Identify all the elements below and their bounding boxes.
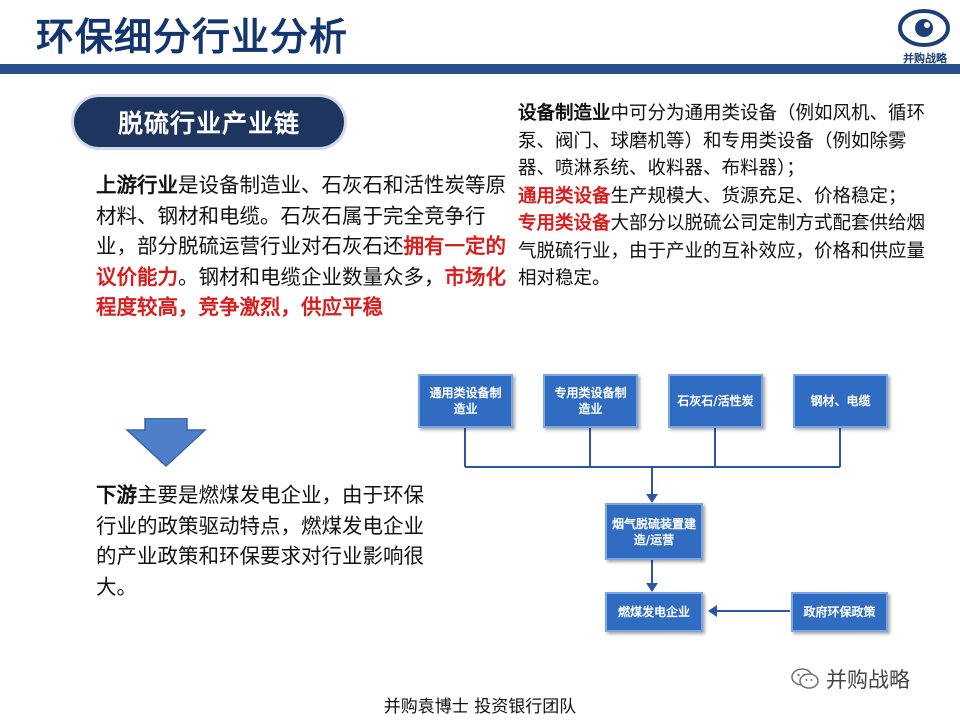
upstream-highlight-2: 市场化程度较高，竞争激烈，供应平稳 <box>96 264 506 320</box>
equipment-text-1: 中可分为通用类设备（例如风机、循环泵、阀门、球磨机等）和专用类设备（例如除雾器、… <box>518 103 926 179</box>
box-fgd-construction: 烟气脱硫装置建造/运营 <box>605 503 703 560</box>
box-steel-cable: 钢材、电缆 <box>793 374 888 428</box>
diagram-connectors <box>464 428 841 617</box>
upstream-highlight-1: 拥有一定的议价能力 <box>96 234 506 289</box>
box-gov-policy: 政府环保政策 <box>791 592 888 632</box>
watermark-text: 并购战略 <box>826 668 910 692</box>
logo-caption: 并购战略 <box>903 52 947 65</box>
upstream-term: 上游行业 <box>96 173 178 197</box>
page-title: 环保细分行业分析 <box>36 14 349 59</box>
upstream-text-2: 。钢材和电缆企业数量众多， <box>178 264 445 289</box>
equipment-text-2: 生产规模大、货源充足、价格稳定； <box>610 185 907 207</box>
downstream-paragraph: 下游主要是燃煤发电企业，由于环保行业的政策驱动特点，燃煤发电企业的产业政策和环保… <box>96 480 426 602</box>
box-general-equipment: 通用类设备制造业 <box>418 374 513 428</box>
watermark: 并购战略 <box>790 664 910 694</box>
footer-credit: 并购袁博士 投资银行团队 <box>383 697 577 717</box>
general-equipment-term: 通用类设备 <box>518 185 611 207</box>
downstream-term: 下游 <box>96 483 137 507</box>
wechat-icon <box>791 668 819 689</box>
equipment-text-3: 大部分以脱硫公司定制方式配套供给烟气脱硫行业，由于产业的互补效应，价格和供应量相… <box>518 213 926 289</box>
eye-logo-icon <box>898 9 950 47</box>
equipment-term: 设备制造业 <box>518 103 611 124</box>
special-equipment-term: 专用类设备 <box>518 213 611 234</box>
equipment-paragraph: 设备制造业中可分为通用类设备（例如风机、循环泵、阀门、球磨机等）和专用类设备（例… <box>518 100 930 293</box>
box-special-equipment: 专用类设备制造业 <box>543 374 638 428</box>
box-coal-power: 燃煤发电企业 <box>605 592 703 632</box>
section-pill-label: 脱硫行业产业链 <box>74 97 344 147</box>
box-limestone: 石灰石/活性炭 <box>668 374 763 428</box>
industry-chain-diagram: 通用类设备制造业 专用类设备制造业 石灰石/活性炭 钢材、电缆 烟气脱硫装置建造… <box>410 370 910 670</box>
down-arrow-icon <box>125 418 207 468</box>
title-underline-bar <box>0 64 960 74</box>
upstream-paragraph: 上游行业是设备制造业、石灰石和活性炭等原材料、钢材和电缆。石灰石属于完全竞争行业… <box>96 170 506 323</box>
upstream-text-1: 是设备制造业、石灰石和活性炭等原材料、钢材和电缆。石灰石属于完全竞争行业，部分脱… <box>96 173 506 258</box>
downstream-text: 主要是燃煤发电企业，由于环保行业的政策驱动特点，燃煤发电企业的产业政策和环保要求… <box>96 483 424 599</box>
